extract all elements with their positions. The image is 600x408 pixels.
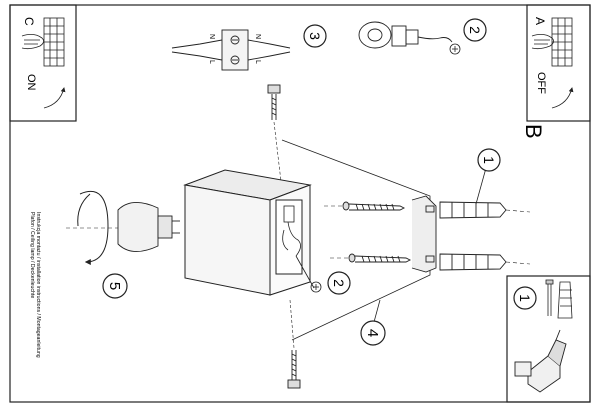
terminal-n-right: N: [254, 34, 261, 39]
step-4-badge: 4: [360, 320, 386, 346]
svg-text:3: 3: [307, 32, 323, 40]
guide-line: [505, 261, 531, 265]
step-1-badge: 1: [477, 148, 501, 172]
rotate-arrow-icon: [77, 191, 109, 265]
svg-text:5: 5: [106, 282, 123, 290]
tools-step-badge: 1: [513, 286, 537, 310]
hand-icon: [21, 34, 44, 50]
page-frame: [9, 4, 591, 403]
panel-b-letter: B: [521, 124, 546, 139]
screw-upper: [342, 201, 406, 211]
screw-icon: [545, 279, 554, 316]
guide-line: [273, 121, 283, 191]
callout-line: [475, 167, 487, 205]
callout-line: [373, 299, 381, 323]
wall-plug-upper: [439, 201, 507, 219]
panel-c-letter: C: [22, 17, 36, 26]
fuse-box-icon: [551, 17, 573, 67]
svg-text:1: 1: [481, 156, 497, 164]
wall-plug-icon: [557, 281, 573, 319]
step-2-bottom-badge: 2: [327, 271, 351, 295]
mounting-bracket: [411, 195, 437, 273]
inner-wiring: [282, 205, 315, 289]
guide-line: [289, 299, 295, 349]
bottom-screw: [287, 350, 301, 389]
curved-arrow-icon: [43, 87, 66, 109]
fuse-box-icon: [43, 17, 65, 67]
panel-a: A OFF: [526, 4, 591, 122]
terminal-l-left: L: [208, 60, 215, 64]
panel-c-state: ON: [25, 74, 37, 91]
svg-text:4: 4: [364, 329, 381, 337]
guide-line: [505, 209, 531, 213]
caption-line-2: Plafon / Ceiling lamp / Deckenleuchte: [29, 212, 35, 298]
curved-arrow-icon: [551, 87, 574, 109]
bulb: [117, 202, 180, 252]
earth-connector: [358, 21, 453, 49]
drill-icon: [514, 329, 567, 393]
panel-a-state: OFF: [535, 72, 547, 94]
tools-panel: 1: [506, 275, 591, 403]
ground-symbol-icon: [449, 43, 461, 55]
step-3-badge: 3: [303, 24, 327, 48]
terminal-n-left: N: [208, 34, 215, 39]
step-5-badge: 5: [102, 273, 128, 299]
terminal-l-right: L: [254, 60, 261, 64]
svg-text:2: 2: [467, 26, 483, 34]
caption-line-1: Instrukcja montażu / installation instru…: [35, 212, 41, 358]
panel-a-letter: A: [533, 17, 547, 25]
svg-text:1: 1: [517, 294, 533, 302]
step-2-top-badge: 2: [463, 18, 487, 42]
top-screw: [267, 84, 281, 120]
wall-plug-lower: [439, 253, 507, 271]
terminal-block: [171, 29, 291, 71]
lamp-body: [183, 169, 312, 296]
ground-symbol-icon: [310, 281, 322, 293]
svg-text:2: 2: [331, 279, 347, 287]
hand-icon: [531, 34, 554, 50]
panel-c: C ON: [9, 4, 77, 122]
screw-lower: [348, 253, 412, 263]
